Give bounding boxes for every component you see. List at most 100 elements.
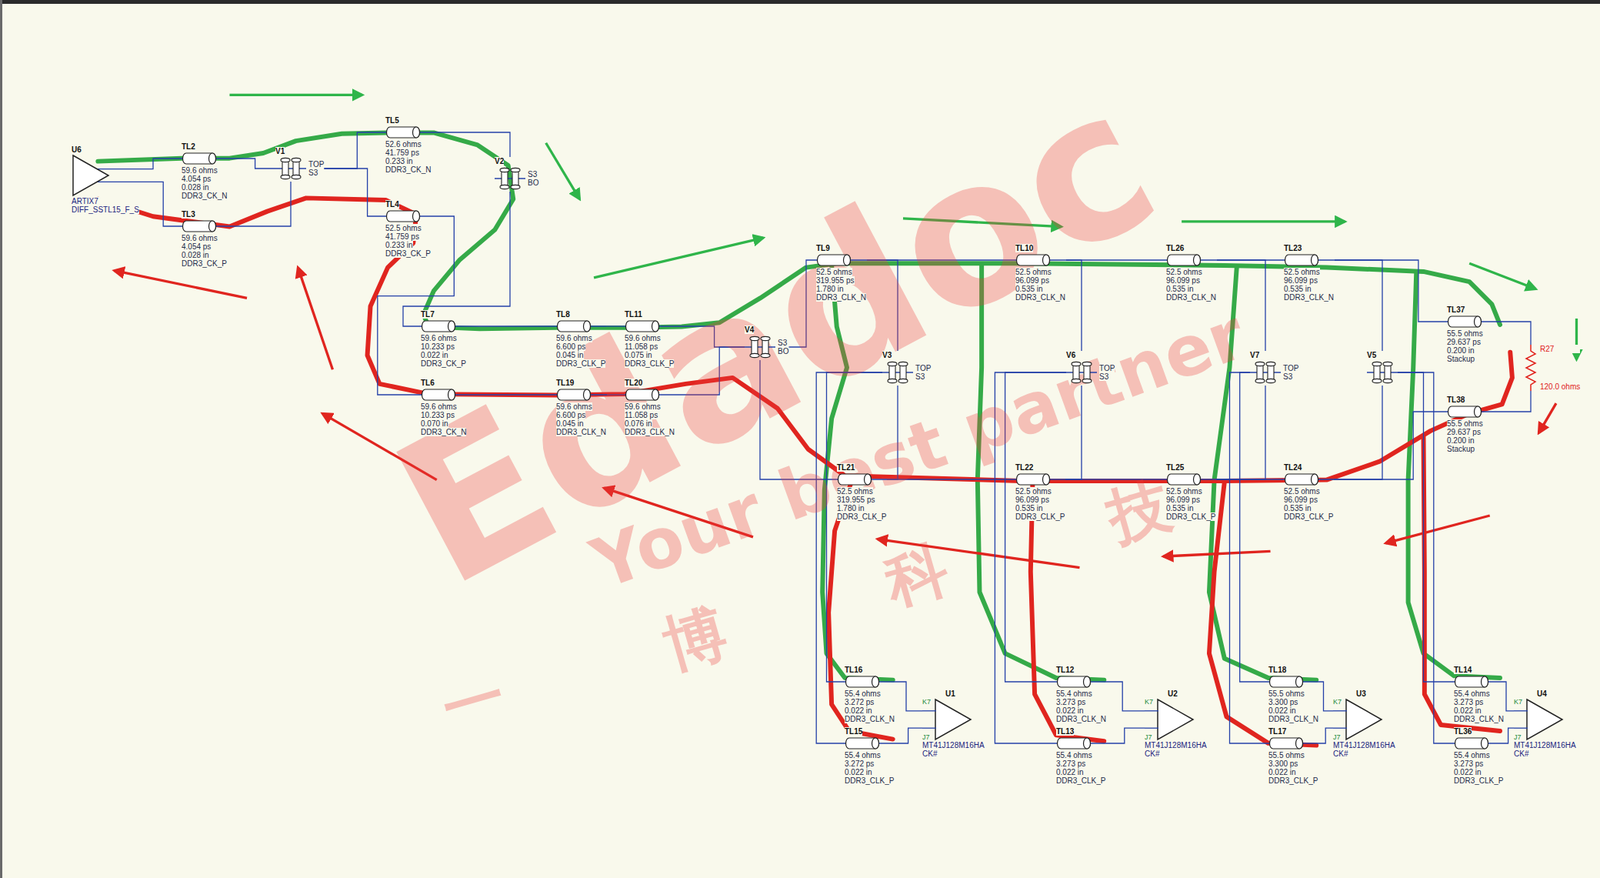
via-pad: [898, 361, 908, 366]
wire: [139, 158, 182, 170]
cylinder-body: [1455, 676, 1489, 687]
transmission-line-symbol: [1283, 471, 1334, 487]
line-parameter: DDR3_CLK_N: [1166, 293, 1217, 302]
wire: [323, 168, 386, 217]
transmission-line-symbol: [836, 471, 887, 487]
wire: [226, 181, 291, 227]
resistor-symbol: [1524, 344, 1537, 391]
termination-resistor: R27120.0 ohms: [1524, 344, 1580, 391]
layer-name: S3: [1283, 372, 1299, 381]
cylinder-body: [1057, 737, 1091, 749]
line-parameter: 59.6 ohms: [420, 402, 457, 411]
transmission-line: TL1455.4 ohms3.273 ps0.022 inDDR3_CLK_N: [1453, 665, 1505, 724]
line-parameter: 55.4 ohms: [1056, 750, 1093, 760]
fpga-driver: U6ARTIX7 DIFF_SSTL15_F_S: [71, 145, 140, 214]
layer-name: S3: [1099, 372, 1115, 381]
line-name: TL11: [624, 310, 643, 319]
via-row: TOPS3: [275, 155, 324, 182]
line-parameter: DDR3_CLK_P: [1166, 512, 1216, 521]
layer-name: BO: [527, 178, 539, 187]
line-parameter: 4.054 ps: [181, 242, 211, 251]
buffer-triangle: [1344, 697, 1384, 741]
line-name: TL24: [1283, 463, 1302, 472]
line-parameter: 0.070 in: [420, 419, 449, 428]
line-parameter: 0.535 in: [1015, 503, 1044, 513]
via: V2S3BO: [494, 156, 539, 192]
line-parameter: 319.955 ps: [836, 495, 876, 504]
cylinder-body: [846, 676, 880, 687]
wire: [466, 325, 557, 327]
transmission-line-symbol: [1166, 471, 1217, 487]
line-parameter: 0.028 in: [181, 183, 210, 192]
line-name: TL19: [556, 378, 574, 387]
cylinder-cap: [843, 254, 851, 266]
via-symbol: [275, 155, 307, 182]
line-parameter: DDR3_CK_P: [420, 359, 467, 368]
line-parameter: 59.6 ohms: [420, 333, 457, 343]
wire: [1504, 681, 1514, 711]
transmission-line-symbol: [1056, 735, 1107, 751]
line-parameter: DDR3_CLK_P: [1283, 512, 1334, 521]
layer-labels: TOPS3: [1096, 363, 1115, 381]
transmission-line-symbol: [181, 150, 228, 167]
transmission-line-symbol: [1015, 471, 1066, 487]
wire: [323, 132, 386, 169]
line-parameter: 0.076 in: [624, 419, 653, 428]
line-parameter: 0.535 in: [1015, 284, 1044, 294]
buffer-triangle: [1525, 697, 1564, 741]
cylinder-cap: [872, 676, 880, 687]
line-parameter: DDR3_CLK_N: [1283, 293, 1334, 302]
cylinder-cap: [583, 389, 591, 400]
cylinder-body: [1016, 473, 1050, 485]
cylinder-cap: [1193, 254, 1201, 266]
pin-name: J7: [1513, 733, 1523, 741]
cylinder-cap: [1043, 473, 1050, 485]
pin-lead: [922, 727, 937, 729]
cylinder-body: [422, 389, 456, 400]
via-symbol: [1366, 359, 1398, 386]
line-name: TL37: [1446, 305, 1465, 314]
via-row: TOPS3: [882, 359, 931, 386]
line-parameter: 0.022 in: [1268, 767, 1297, 777]
line-parameter: 0.045 in: [556, 350, 584, 360]
cylinder-body: [557, 389, 591, 400]
transmission-line-symbol: [1056, 673, 1107, 690]
resistor-row: R27120.0 ohms: [1524, 344, 1580, 391]
line-parameter: DDR3_CLK_P: [1056, 776, 1106, 785]
line-parameter: DDR3_CLK_N: [624, 427, 675, 437]
transmission-line-symbol: [1453, 735, 1504, 751]
via-barrel: [1083, 363, 1090, 381]
part-number: MT41J128M16HA CK#: [1333, 740, 1395, 758]
transmission-line-symbol: [556, 386, 607, 403]
cylinder-body: [557, 320, 591, 332]
line-name: TL20: [624, 378, 643, 387]
cylinder-body: [626, 389, 660, 400]
line-parameter: 3.272 ps: [844, 697, 874, 707]
line-parameter: 0.022 in: [420, 350, 449, 360]
via-row: S3BO: [744, 333, 789, 360]
transmission-line-symbol: [420, 386, 467, 403]
via-barrel: [512, 170, 519, 187]
via-barrel: [282, 160, 289, 177]
line-parameter: 59.6 ohms: [556, 333, 593, 343]
line-parameter: 52.5 ohms: [816, 267, 853, 277]
cylinder-body: [1057, 676, 1091, 687]
line-parameter: 0.535 in: [1283, 503, 1312, 513]
via-pad: [1071, 378, 1081, 383]
cylinder-cap: [864, 473, 872, 485]
transmission-line: TL1555.4 ohms3.272 ps0.022 inDDR3_CLK_P: [844, 726, 895, 785]
transmission-line: TL859.6 ohms6.600 ps0.045 inDDR3_CLK_P: [556, 310, 607, 368]
via-barrel: [1073, 363, 1080, 381]
via: V1TOPS3: [275, 146, 324, 182]
via-symbol: [882, 359, 914, 386]
line-parameter: 6.600 ps: [556, 342, 586, 351]
via-pad: [1372, 378, 1382, 383]
cylinder-cap: [209, 220, 217, 232]
line-parameter: 10.233 ps: [420, 410, 455, 420]
pin-lead: [922, 710, 937, 711]
line-parameter: 59.6 ohms: [181, 166, 218, 175]
line-parameter: 96.099 ps: [1015, 276, 1050, 285]
layer-labels: TOPS3: [1280, 363, 1299, 381]
line-name: TL21: [836, 463, 855, 472]
transmission-line: TL659.6 ohms10.233 ps0.070 inDDR3_CK_N: [420, 378, 467, 437]
